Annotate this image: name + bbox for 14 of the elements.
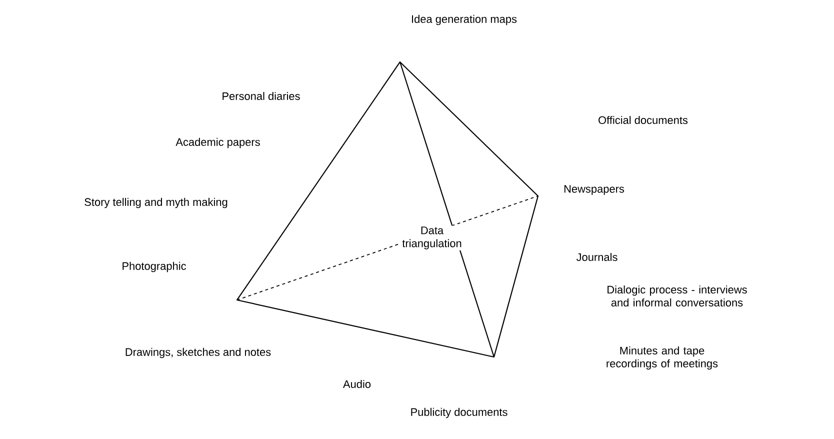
label-text: Publicity documents <box>411 408 508 418</box>
label-text: Minutes and tape recordings of meetings <box>606 346 718 370</box>
label-text: Idea generation maps <box>412 14 517 26</box>
label-text: Journals <box>576 252 618 262</box>
label-text: Story telling and myth making <box>84 198 228 208</box>
label-text: Photographic <box>122 262 186 272</box>
label-text: Newspapers <box>564 185 624 195</box>
label-text: Personal diaries <box>222 92 300 100</box>
label-text: Academic papers <box>176 138 260 148</box>
label-text: Data triangulation <box>400 226 464 250</box>
label-text: Official documents <box>598 116 688 124</box>
label-text: Drawings, sketches and notes <box>126 348 271 358</box>
label-text: Audio <box>343 380 371 388</box>
label-text: Dialogic process - interviews and informal conversations <box>608 286 747 306</box>
